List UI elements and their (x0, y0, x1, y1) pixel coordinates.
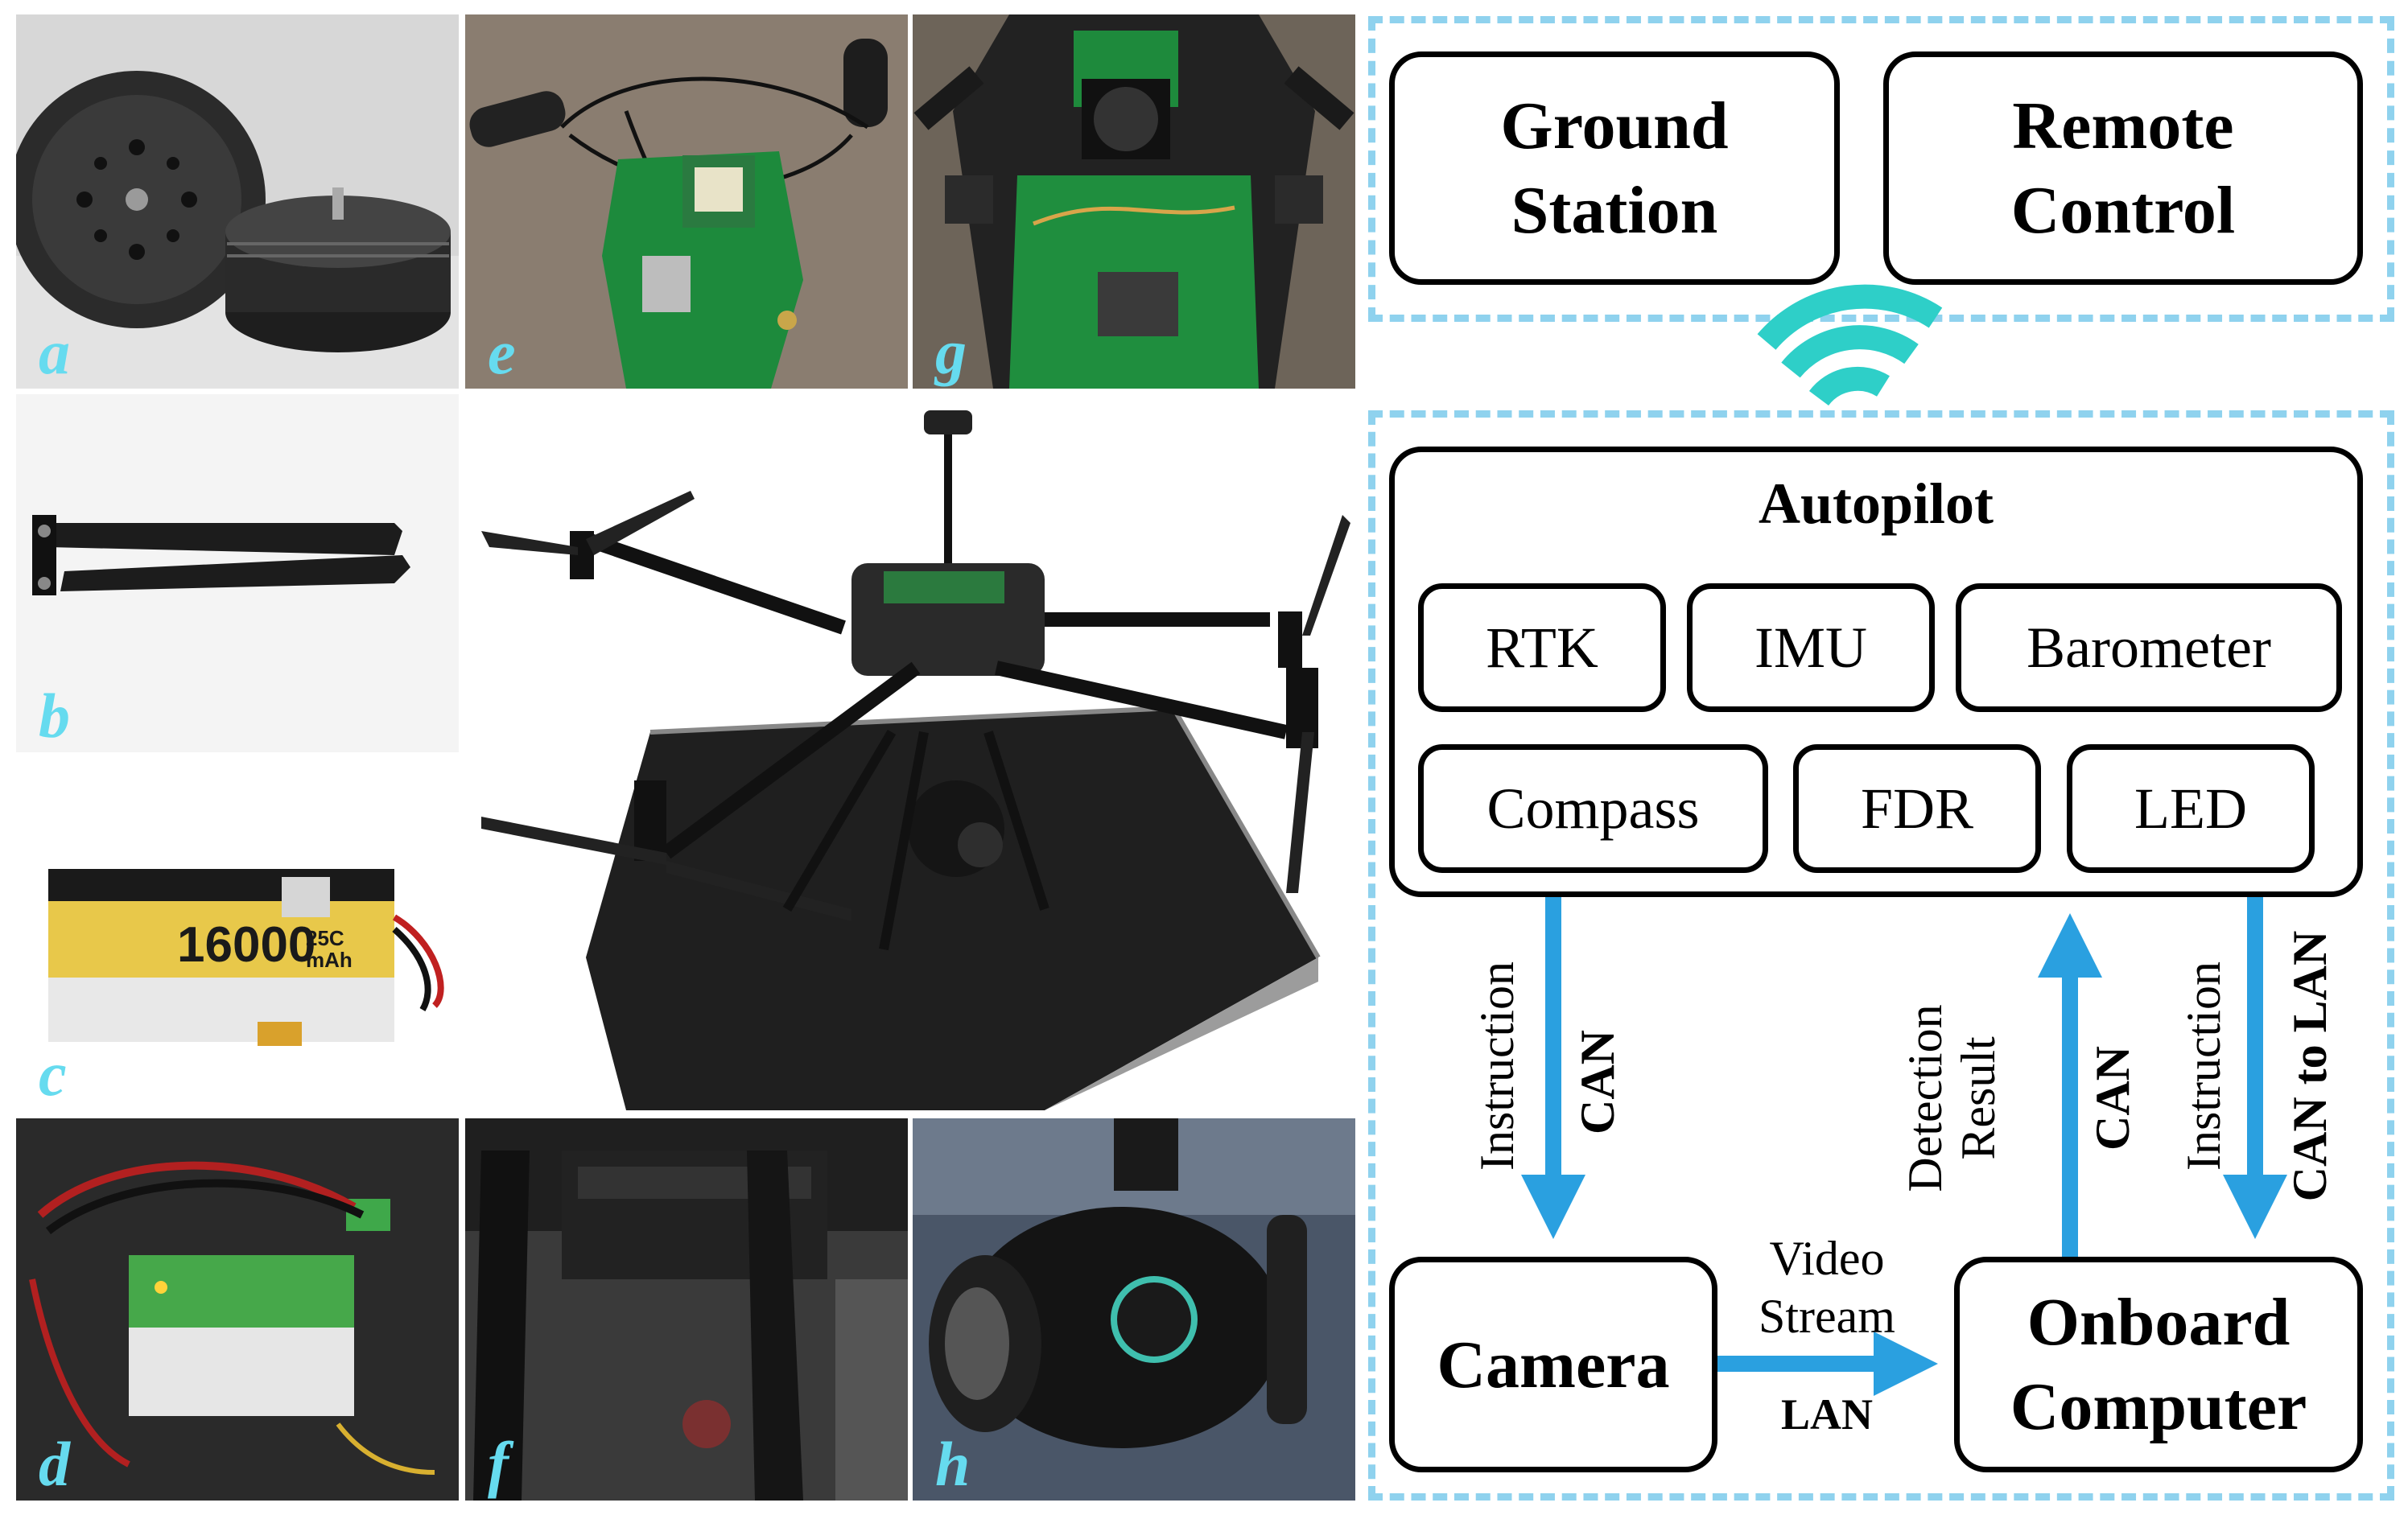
remote-control-box: Remote Control (1883, 51, 2363, 285)
module-imu-label: IMU (1754, 615, 1867, 680)
module-rtk-label: RTK (1486, 615, 1598, 680)
label-lan: LAN (1780, 1390, 1873, 1439)
onboard-computer-label: Onboard Computer (2010, 1285, 2307, 1444)
photo-propellers: b (16, 394, 459, 752)
module-fdr: FDR (1793, 744, 2041, 873)
battery-illustration: 16000 25C mAh (16, 756, 459, 1110)
board-illustration (465, 14, 908, 389)
photo-drone (465, 394, 1355, 1110)
photo-battery: 16000 25C mAh c (16, 756, 459, 1110)
photo-label-d: d (39, 1429, 70, 1499)
photo-onboard-computer: f (465, 1118, 908, 1501)
photo-label-a: a (39, 317, 70, 387)
converter-illustration (16, 1118, 459, 1501)
photo-converter: d (16, 1118, 459, 1501)
motor-illustration (16, 14, 459, 389)
frame-illustration (913, 14, 1355, 389)
battery-capacity-text: 16000 (177, 917, 315, 973)
photo-label-h: h (935, 1429, 971, 1499)
autopilot-title: Autopilot (1758, 471, 1994, 536)
module-imu: IMU (1687, 583, 1935, 712)
module-compass-label: Compass (1486, 776, 1700, 841)
photo-camera: h (913, 1118, 1355, 1501)
label-can-2: CAN (2086, 1046, 2139, 1151)
label-video-stream: Video Stream (1759, 1232, 1895, 1343)
photo-frame-top: g (913, 14, 1355, 389)
battery-unit-text: mAh (306, 948, 353, 972)
aircraft-segment-frame (1368, 410, 2394, 1501)
label-can-to-lan: CAN to LAN (2283, 930, 2336, 1202)
label-can-1: CAN (1571, 1030, 1624, 1134)
photo-label-c: c (39, 1039, 67, 1109)
ground-station-label: Ground Station (1500, 89, 1729, 248)
photo-label-g: g (935, 317, 967, 387)
battery-rating-text: 25C (306, 926, 344, 950)
module-barometer-label: Barometer (2027, 615, 2271, 680)
module-led-label: LED (2134, 776, 2247, 841)
module-barometer: Barometer (1956, 583, 2342, 712)
photo-motors: a (16, 14, 459, 389)
ground-station-box: Ground Station (1389, 51, 1840, 285)
onboard-computer-box: Onboard Computer (1954, 1257, 2363, 1472)
label-instruction-1: Instruction (1470, 961, 1524, 1171)
camera-illustration (913, 1118, 1355, 1501)
camera-box: Camera (1389, 1257, 1717, 1472)
module-led: LED (2067, 744, 2315, 873)
photo-communication-board: e (465, 14, 908, 389)
camera-label: Camera (1437, 1327, 1670, 1402)
label-detection-result: Detection Result (1899, 1004, 2005, 1192)
label-instruction-2: Instruction (2177, 961, 2230, 1171)
photo-label-f: f (488, 1429, 509, 1499)
photo-label-b: b (39, 681, 70, 751)
module-fdr-label: FDR (1860, 776, 1974, 841)
remote-control-label: Remote Control (2010, 89, 2236, 248)
module-rtk: RTK (1418, 583, 1666, 712)
propeller-illustration (16, 394, 459, 752)
module-compass: Compass (1418, 744, 1768, 873)
computer-illustration (465, 1118, 908, 1501)
photo-label-e: e (488, 317, 516, 387)
drone-illustration (465, 394, 1355, 1110)
